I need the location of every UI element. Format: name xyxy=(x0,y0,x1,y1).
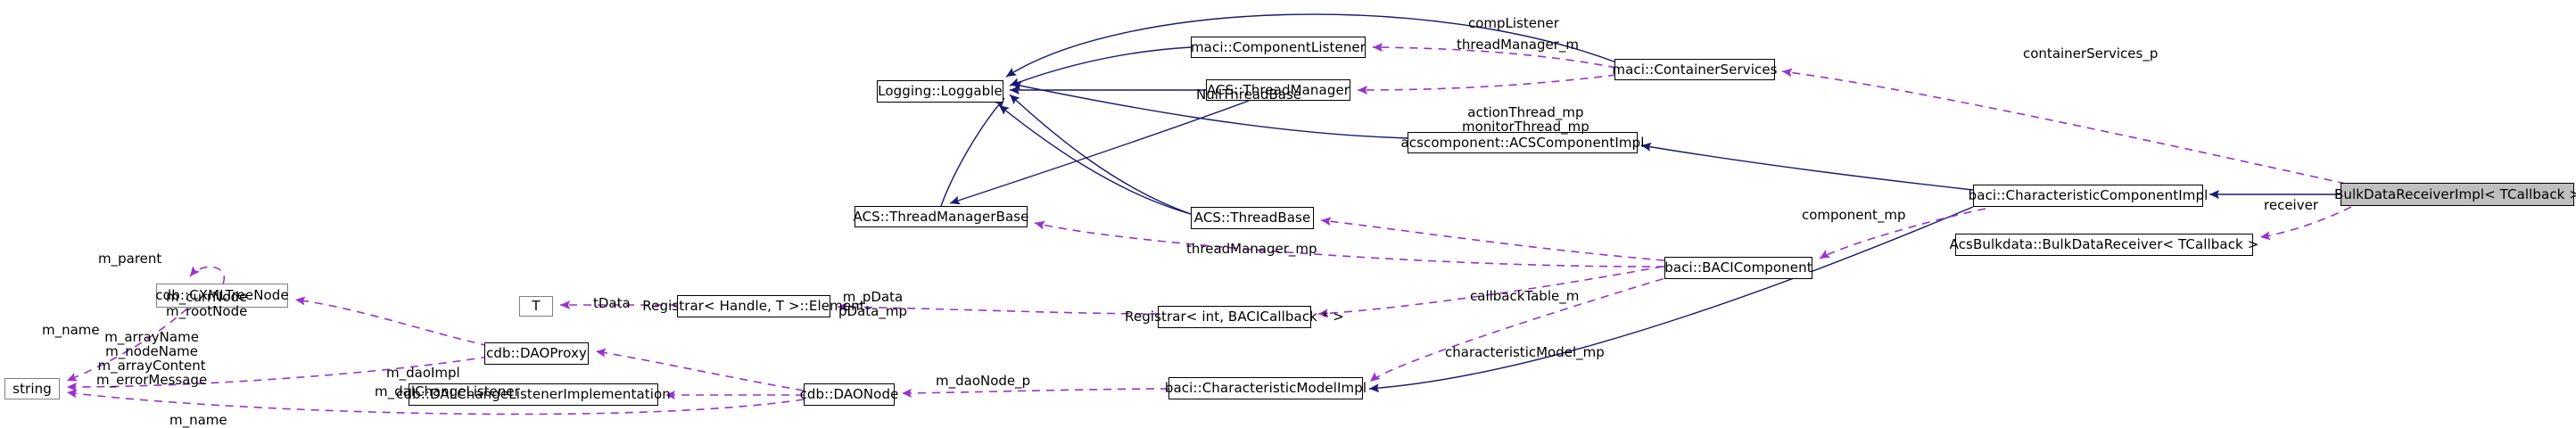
edge-label-line: containerServices_p xyxy=(2023,45,2159,62)
usage-edges xyxy=(66,43,2352,416)
edge-label-line: compListener xyxy=(1468,15,1559,31)
edge-label-line: m_rootNode xyxy=(166,303,248,319)
class-node-label: Logging::Loggable xyxy=(878,83,1003,99)
class-node-logging_loggable[interactable]: Logging::Loggable xyxy=(877,80,1003,103)
edge-label-m_parent: m_parent xyxy=(98,252,161,266)
edge-label-threadmanager_mp: threadManager_mp xyxy=(1186,243,1317,256)
edge-label-line: NullThreadBase xyxy=(1196,86,1302,103)
edge-label-component_mp: component_mp xyxy=(1802,209,1906,222)
inheritance-edges-right xyxy=(1368,142,2341,393)
class-node-charcomponentimpl[interactable]: baci::CharacteristicComponentImpl xyxy=(1969,185,2208,207)
edge-label-line: characteristicModel_mp xyxy=(1445,344,1605,360)
class-node-acs_threadmanagerbase[interactable]: ACS::ThreadManagerBase xyxy=(853,206,1029,227)
edge-label-line: m_daoImpl xyxy=(386,365,460,381)
edge-label-line: pData_mp xyxy=(838,303,907,319)
class-node-label: Registrar< int, BACICallback * > xyxy=(1125,309,1344,325)
edge-label-m_daonode_p: m_daoNode_p xyxy=(936,374,1030,388)
edge-label-line: m_daoNode_p xyxy=(936,373,1031,389)
class-node-label: AcsBulkdata::BulkDataReceiver< TCallback… xyxy=(1949,236,2259,252)
edge-label-line: component_mp xyxy=(1802,207,1906,223)
edge-label-m_dalchangelistener: m_dalChangeListener xyxy=(375,385,520,399)
edge-label-receiver: receiver xyxy=(2264,199,2318,212)
edge-label-line: m_arrayName xyxy=(104,329,199,345)
class-node-registrar_handle[interactable]: Registrar< Handle, T >::Element xyxy=(642,295,865,317)
class-node-charmodelimpl[interactable]: baci::CharacteristicModelImpl xyxy=(1164,377,1367,399)
class-node-cdb_dalchangelistener[interactable]: cdb::DALChangeListenerImplementation xyxy=(396,383,671,406)
edge-label-m_name_lower: m_name xyxy=(169,414,227,427)
edge-label-line: m_currNode xyxy=(166,289,248,305)
edge-label-nullthreadbase: NullThreadBase xyxy=(1196,88,1301,102)
class-node-label: ACS::ThreadManager xyxy=(1206,81,1350,98)
edge-label-characteristicmodel_mp: characteristicModel_mp xyxy=(1445,346,1605,359)
class-node-acsbulkdata_receiver[interactable]: AcsBulkdata::BulkDataReceiver< TCallback… xyxy=(1950,234,2258,256)
class-node-label: cdb::DAONode xyxy=(799,386,899,402)
edge-label-threadmanager_m: threadManager_m xyxy=(1457,38,1579,52)
edge-label-line: m_errorMessage xyxy=(96,372,208,388)
class-node-label: baci::CharacteristicModelImpl xyxy=(1164,380,1367,396)
class-node-t_template[interactable]: T xyxy=(519,296,553,317)
class-node-label: baci::BACIComponent xyxy=(1664,259,1812,276)
class-node-label: maci::ContainerServices xyxy=(1612,61,1778,78)
class-node-maci_componentlistener[interactable]: maci::ComponentListener xyxy=(1191,37,1366,58)
class-node-acs_threadbase[interactable]: ACS::ThreadBase xyxy=(1191,207,1314,229)
class-node-label: BulkDataReceiverImpl< TCallback > xyxy=(2334,185,2576,202)
class-node-label: maci::ComponentListener xyxy=(1190,38,1366,55)
edge-label-complistener: compListener xyxy=(1468,17,1559,30)
edge-label-line: threadManager_mp xyxy=(1186,241,1317,257)
edge-label-line: m_pData xyxy=(842,289,904,305)
edge-label-line: monitorThread_mp xyxy=(1462,119,1589,135)
class-node-label: T xyxy=(532,298,541,314)
class-node-label: ACS::ThreadBase xyxy=(1193,210,1311,226)
edge-label-line: callbackTable_m xyxy=(1470,288,1580,304)
class-node-baci_bacicomponent[interactable]: baci::BACIComponent xyxy=(1664,257,1812,279)
edge-label-m_name_upper: m_name xyxy=(42,324,100,337)
edge-label-line: m_nodeName xyxy=(105,343,198,359)
class-node-label: ACS::ThreadManagerBase xyxy=(853,208,1029,225)
class-node-cdb_cxmltreenode[interactable]: cdb::CXMLTreeNode xyxy=(155,284,289,308)
edge-label-m_daoimpl: m_daoImpl xyxy=(386,366,460,380)
class-node-label: cdb::DAOProxy xyxy=(486,345,587,361)
class-node-label: acscomponent::ACSComponentImpl xyxy=(1400,134,1645,151)
edge-label-line: tData xyxy=(593,295,631,311)
class-node-cdb_daoproxy[interactable]: cdb::DAOProxy xyxy=(484,342,589,365)
edge-label-line: m_name xyxy=(42,322,100,338)
class-node-acs_threadmanager[interactable]: ACS::ThreadManager xyxy=(1206,79,1350,101)
edge-label-line: m_name xyxy=(169,412,227,428)
edge-label-tdata: tData xyxy=(593,297,631,310)
edge-label-callbacktable_m: callbackTable_m xyxy=(1470,290,1579,303)
class-node-label: string xyxy=(12,380,52,397)
edge-label-line: m_parent xyxy=(98,251,162,267)
edge-label-line: m_arrayContent xyxy=(97,358,206,374)
class-node-label: cdb::DALChangeListenerImplementation xyxy=(396,386,671,402)
class-node-label: cdb::CXMLTreeNode xyxy=(155,287,289,303)
class-node-acscomponentimpl[interactable]: acscomponent::ACSComponentImpl xyxy=(1400,132,1644,153)
class-node-maci_containerservices[interactable]: maci::ContainerServices xyxy=(1612,59,1778,80)
class-node-cdb_daonode[interactable]: cdb::DAONode xyxy=(800,383,898,406)
class-node-string_node[interactable]: string xyxy=(4,378,60,399)
edge-label-line: actionThread_mp xyxy=(1467,104,1584,120)
edge-label-line: threadManager_m xyxy=(1457,37,1580,53)
class-node-label: baci::CharacteristicComponentImpl xyxy=(1968,187,2209,203)
edge-label-line: m_dalChangeListener xyxy=(375,383,520,399)
edge-label-containerservices_p: containerServices_p xyxy=(2023,47,2158,61)
edge-label-line: receiver xyxy=(2264,197,2318,213)
class-node-registrar_int[interactable]: Registrar< int, BACICallback * > xyxy=(1125,306,1344,328)
class-node-bulkdatareceiverimpl[interactable]: BulkDataReceiverImpl< TCallback > xyxy=(2334,183,2576,206)
class-node-label: Registrar< Handle, T >::Element xyxy=(642,298,865,314)
inheritance-edges xyxy=(940,13,1617,218)
